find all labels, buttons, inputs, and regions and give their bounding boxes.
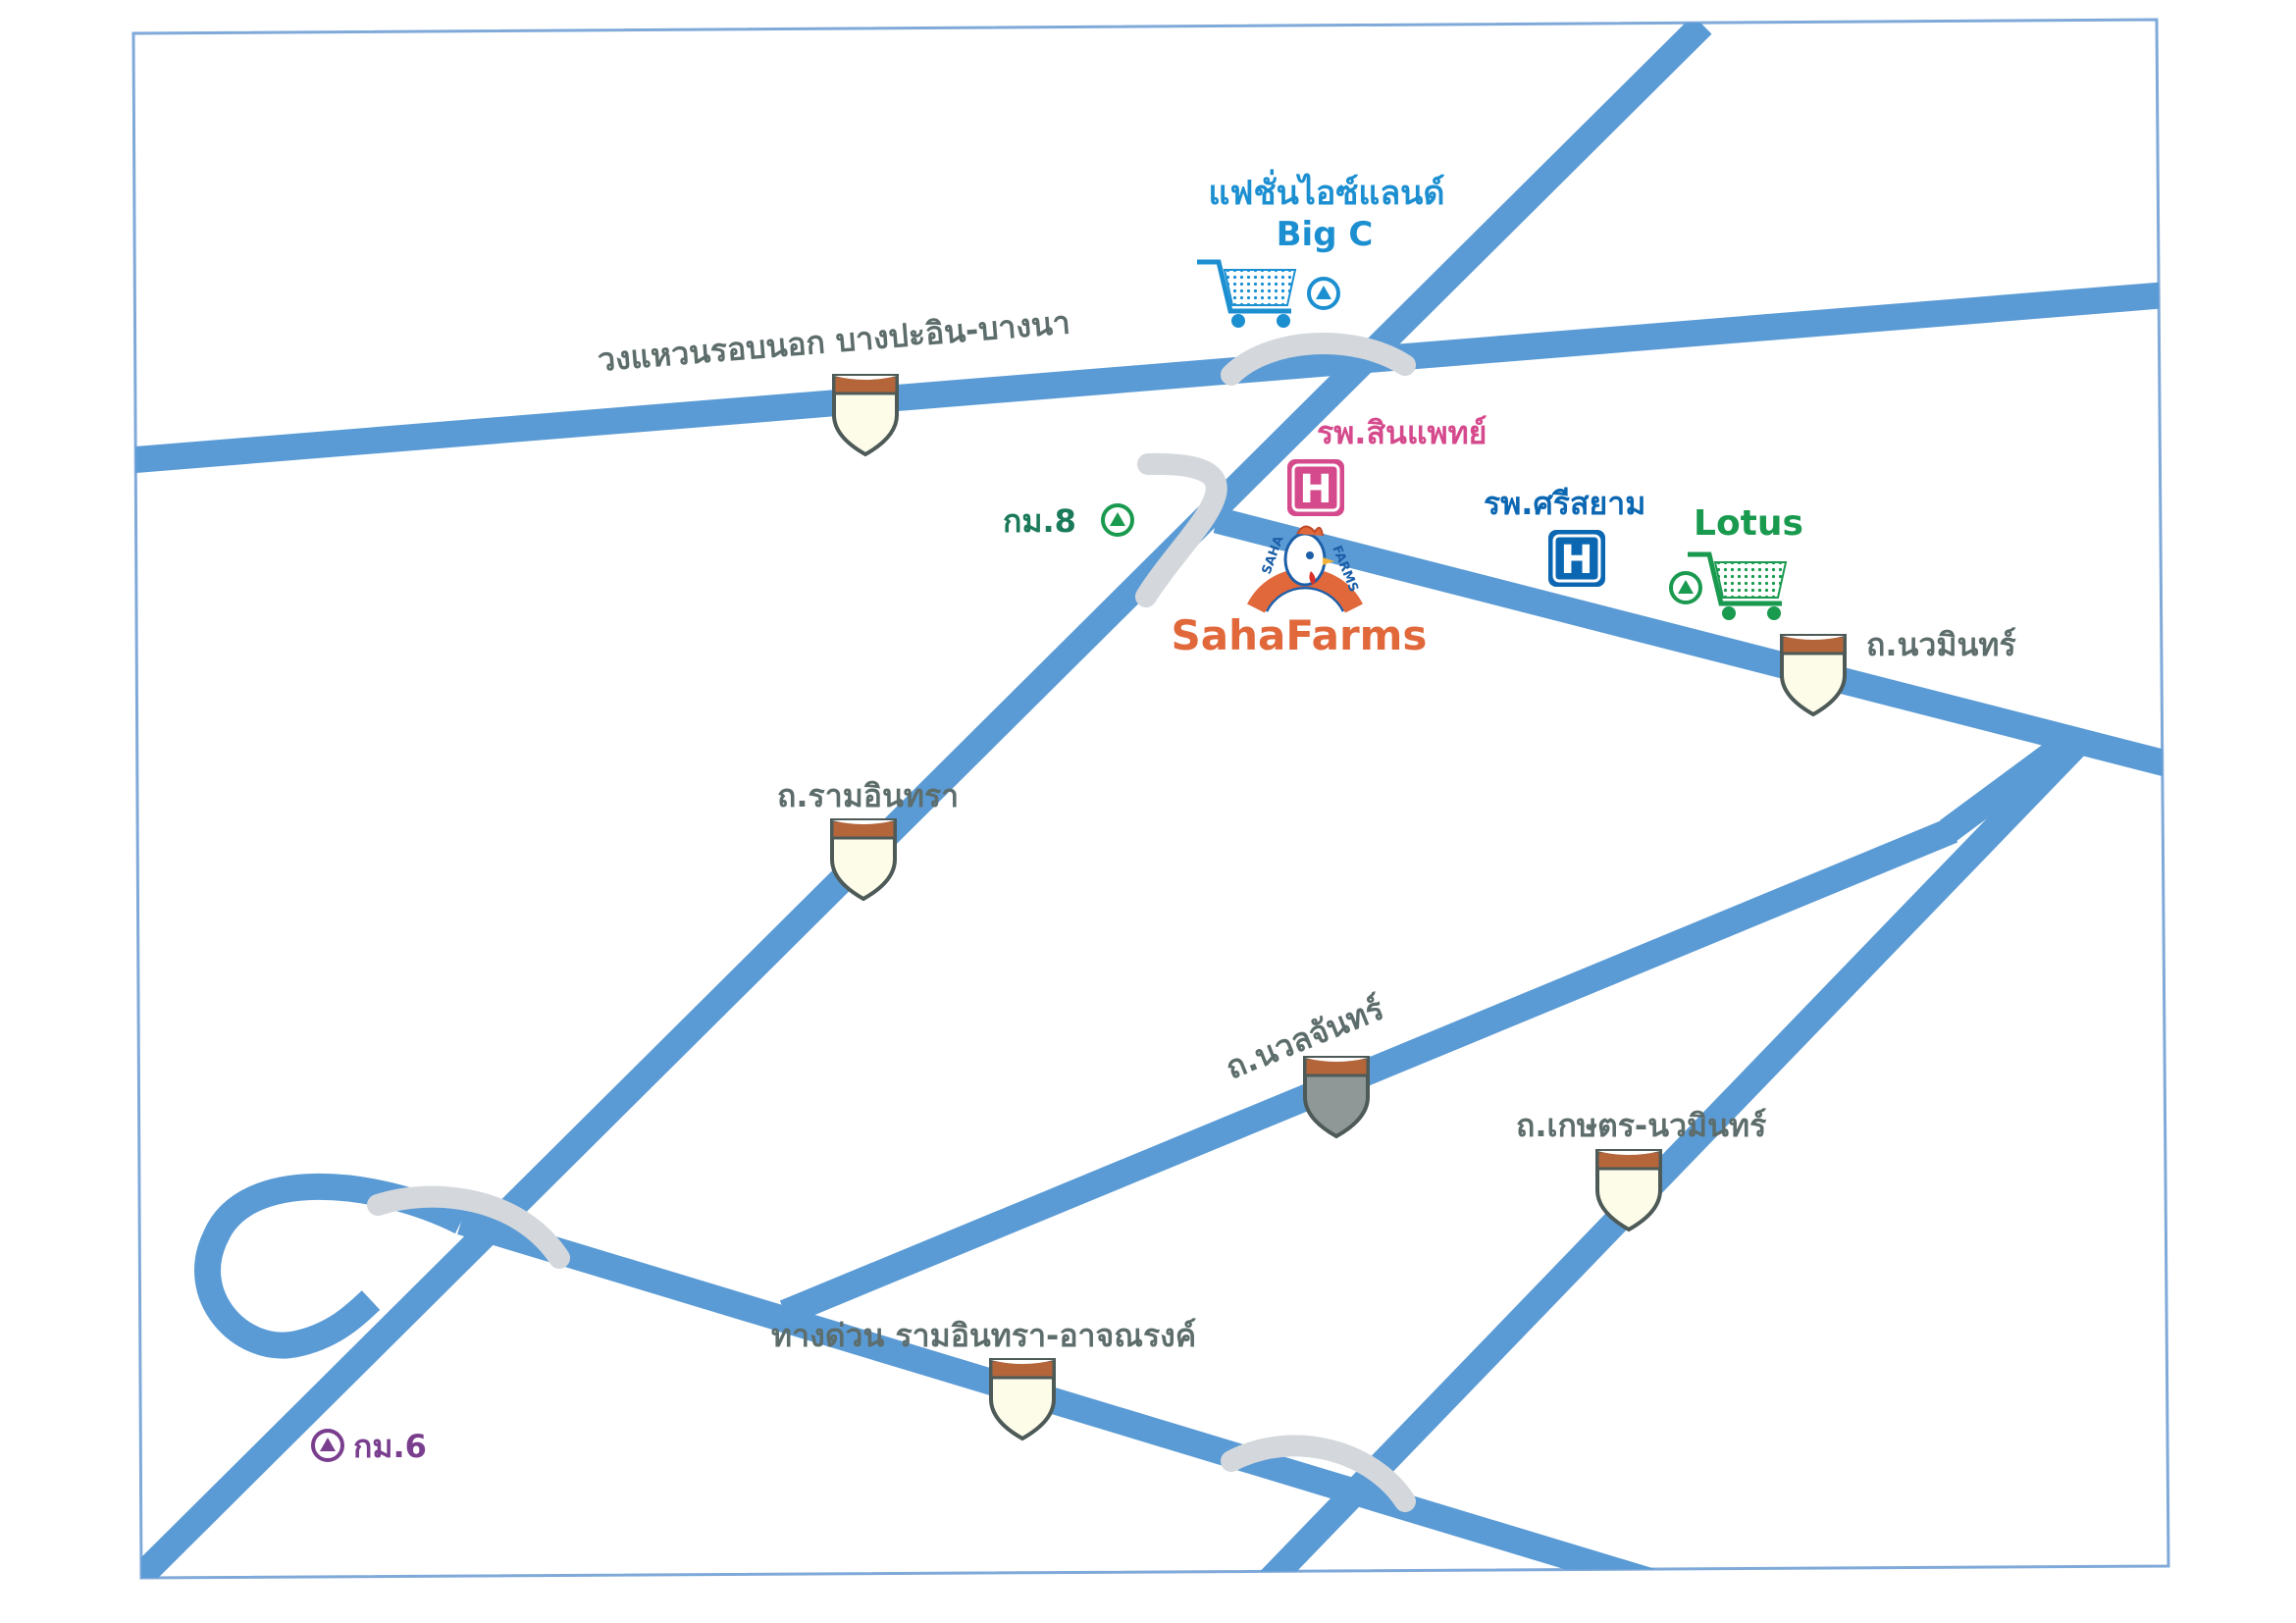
road-network (133, 20, 2168, 1578)
nawamin-road (1213, 506, 2168, 779)
gas-station-icon (1307, 277, 1340, 310)
label-sahafarms: SahaFarms (1172, 611, 1428, 659)
label-nawamin-road: ถ.นวมินทร์ (1866, 626, 2016, 663)
outer-ring-road (133, 281, 2168, 475)
label-sriasyam-hospital: รพ.ศรีสยาม (1484, 485, 1645, 522)
shopping-cart-icon (1688, 551, 1788, 620)
hospital-icon: H (1548, 530, 1605, 587)
connector-road (1939, 737, 2069, 842)
gas-station-icon (1101, 503, 1134, 537)
highway-shield-icon (1780, 634, 1847, 717)
flyover-bridges (367, 333, 1416, 1512)
label-expressway: ทางด่วน รามอินทรา-อาจณรงค์ (771, 1317, 1196, 1354)
label-lotus: Lotus (1694, 503, 1803, 544)
highway-shield-icon (1595, 1149, 1662, 1232)
sahafarms-logo: SAHA FARMS (1247, 525, 1363, 613)
label-outer-ring-road: วงแหวนรอบนอก บางปะอิน-บางนา (597, 303, 1072, 379)
label-ram-inthra-road: ถ.รามอินทรา (777, 777, 959, 814)
highway-shield-icon (1303, 1056, 1370, 1139)
road-shields (830, 374, 1847, 1441)
label-synphaet-hospital: รพ.สินแพทย์ (1317, 414, 1487, 451)
label-km6: กม.6 (353, 1428, 427, 1465)
gas-station-icon (311, 1429, 344, 1462)
highway-shield-icon (830, 818, 897, 902)
svg-text:H: H (1299, 467, 1331, 512)
map-border (131, 18, 2170, 1580)
label-fashion-island: แฟชั่นไอซ์แลนด์ (1209, 169, 1445, 213)
shopping-cart-icon (1197, 259, 1297, 328)
gas-station-icon (1669, 571, 1702, 604)
ram-inthra-road (133, 20, 1712, 1578)
highway-shield-icon (989, 1358, 1056, 1441)
label-kaset-nawamin-road: ถ.เกษตร-นวมินทร์ (1516, 1107, 1766, 1144)
label-big-c: Big C (1277, 215, 1374, 254)
label-km8: กม.8 (1003, 502, 1076, 540)
expressway-loop (194, 1173, 468, 1359)
expressway-road (457, 1209, 1682, 1578)
highway-shield-icon (832, 374, 899, 457)
hospital-icon: H (1287, 459, 1344, 516)
kaset-nawamin-road (1251, 731, 2090, 1578)
svg-text:H: H (1560, 538, 1592, 583)
